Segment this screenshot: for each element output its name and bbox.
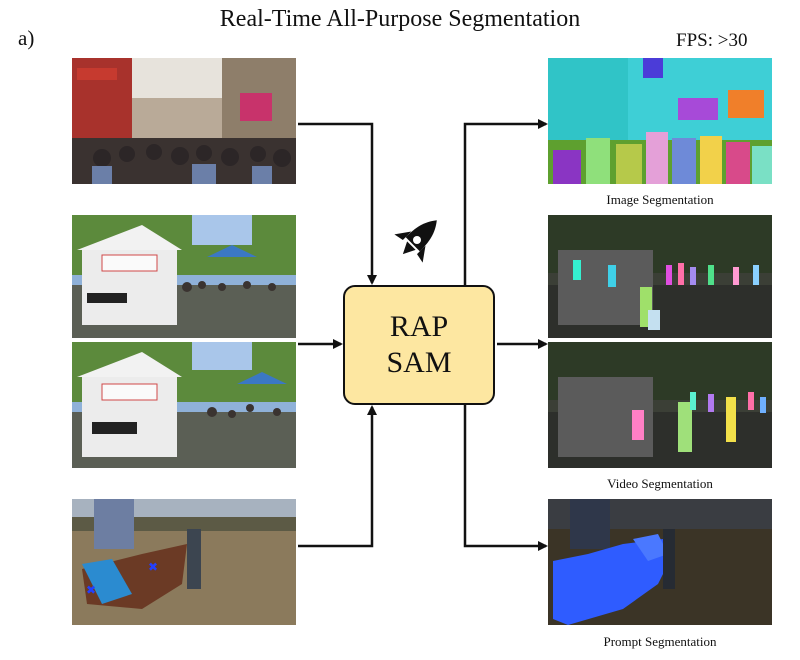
svg-text:✖: ✖ (86, 583, 96, 597)
input-prompt-image: ✖ ✖ (72, 499, 296, 625)
arrow-image-input (298, 122, 377, 285)
video-segmentation-caption: Video Segmentation (607, 476, 713, 491)
fps-label: FPS: >30 (676, 30, 748, 51)
output-image-segmentation (548, 58, 772, 184)
prompt-segmentation-caption: Prompt Segmentation (603, 634, 717, 649)
rocket-icon (394, 220, 437, 263)
model-name-line1: RAP (389, 310, 449, 343)
input-street-image (72, 58, 296, 184)
rap-sam-model-box: RAP SAM (343, 285, 495, 405)
arrow-prompt-input (298, 405, 377, 548)
image-segmentation-caption: Image Segmentation (606, 192, 714, 207)
model-name-line2: SAM (386, 346, 452, 379)
svg-text:✖: ✖ (148, 560, 158, 574)
panel-label: a) (18, 26, 35, 50)
output-prompt-segmentation (548, 499, 772, 625)
input-video-frame-2 (72, 342, 296, 468)
output-video-seg-frame-1 (548, 215, 772, 338)
arrow-image-output (463, 119, 548, 285)
input-video-frame-1 (72, 215, 296, 338)
arrow-prompt-output (463, 405, 548, 551)
figure-title: Real-Time All-Purpose Segmentation (219, 6, 581, 32)
output-video-seg-frame-2 (548, 342, 772, 468)
